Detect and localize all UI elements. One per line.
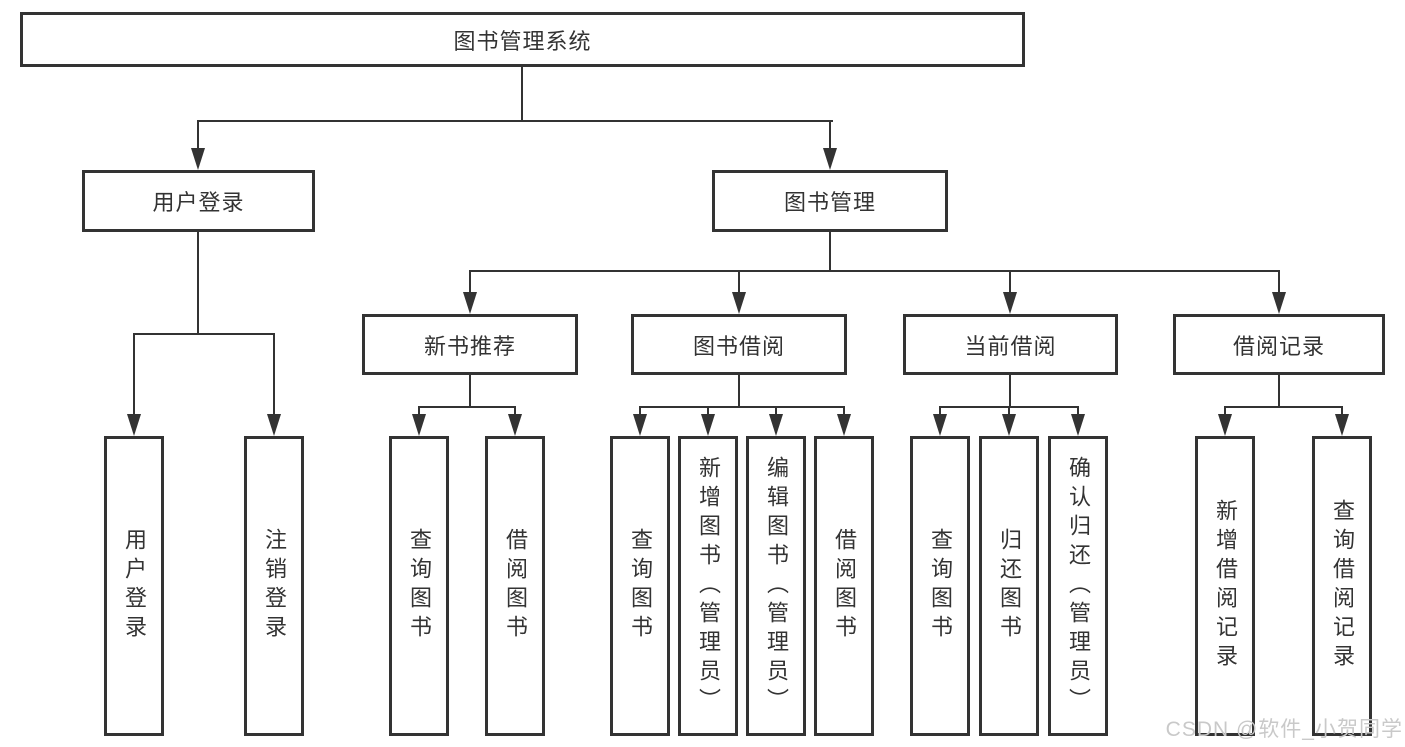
- connector-leaf-drop: [843, 406, 845, 416]
- node-new-book-recommendation: 新书推荐: [362, 314, 578, 375]
- leaf-label: 查询借阅记录: [1330, 499, 1355, 673]
- leaf-query-books-current: 查询图书: [910, 436, 970, 736]
- leaf-edit-book-admin: 编辑图书（管理员）: [746, 436, 806, 736]
- leaf-label: 借阅图书: [832, 528, 857, 644]
- leaf-label: 新增借阅记录: [1213, 499, 1238, 673]
- connector-records-stem: [1278, 375, 1280, 408]
- leaf-label: 查询图书: [628, 528, 653, 644]
- leaf-label: 注销登录: [262, 528, 287, 644]
- arrowhead-current: [1003, 292, 1017, 314]
- connector-bookmgmt-stem: [829, 232, 831, 272]
- leaf-borrow-books-borrowing: 借阅图书: [814, 436, 874, 736]
- arrowhead-leaf: [1071, 414, 1085, 436]
- connector-leaf-logout-drop: [273, 333, 275, 415]
- connector-leaf-drop: [1224, 406, 1226, 416]
- arrowhead-recommend: [463, 292, 477, 314]
- leaf-return-books: 归还图书: [979, 436, 1039, 736]
- connector-leaf-drop: [775, 406, 777, 416]
- leaf-label: 借阅图书: [503, 528, 528, 644]
- leaf-label: 归还图书: [997, 528, 1022, 644]
- connector-leaf-drop: [1077, 406, 1079, 416]
- node-current-borrowing: 当前借阅: [903, 314, 1118, 375]
- node-library-management-system: 图书管理系统: [20, 12, 1025, 67]
- arrowhead-leaf-logout: [267, 414, 281, 436]
- connector-recommend-drop: [469, 270, 471, 294]
- arrowhead-leaf: [633, 414, 647, 436]
- connector-leaf-drop: [939, 406, 941, 416]
- node-user-login: 用户登录: [82, 170, 315, 232]
- connector-bookmgmt-hline: [469, 270, 1280, 272]
- connector-borrowing-stem: [738, 375, 740, 408]
- connector-leaf-drop: [514, 406, 516, 416]
- arrowhead-leaf: [837, 414, 851, 436]
- connector-borrowing-drop: [738, 270, 740, 294]
- arrowhead-bookmgmt: [823, 148, 837, 170]
- connector-root-hline: [197, 120, 833, 122]
- leaf-query-books-recommend: 查询图书: [389, 436, 449, 736]
- arrowhead-leaf: [701, 414, 715, 436]
- leaf-user-login: 用户登录: [104, 436, 164, 736]
- arrowhead-leaf: [1335, 414, 1349, 436]
- arrowhead-leaf: [412, 414, 426, 436]
- leaf-query-borrow-record: 查询借阅记录: [1312, 436, 1372, 736]
- arrowhead-userlogin: [191, 148, 205, 170]
- connector-records-hline: [1224, 406, 1343, 408]
- connector-leaf-drop: [707, 406, 709, 416]
- arrowhead-borrowing: [732, 292, 746, 314]
- leaf-label: 查询图书: [407, 528, 432, 644]
- arrowhead-leaf: [933, 414, 947, 436]
- leaf-label: 新增图书（管理员）: [696, 455, 721, 717]
- leaf-add-borrow-record: 新增借阅记录: [1195, 436, 1255, 736]
- connector-leaf-login-drop: [133, 333, 135, 415]
- connector-leaf-drop: [1341, 406, 1343, 416]
- connector-leaf-drop: [418, 406, 420, 416]
- leaf-label: 用户登录: [122, 528, 147, 644]
- connector-records-drop: [1278, 270, 1280, 294]
- node-book-management: 图书管理: [712, 170, 948, 232]
- node-book-borrowing: 图书借阅: [631, 314, 847, 375]
- leaf-borrow-books-recommend: 借阅图书: [485, 436, 545, 736]
- connector-recommend-stem: [469, 375, 471, 408]
- connector-leaf-drop: [1008, 406, 1010, 416]
- leaf-label: 查询图书: [928, 528, 953, 644]
- leaf-label: 编辑图书（管理员）: [764, 455, 789, 717]
- leaf-add-book-admin: 新增图书（管理员）: [678, 436, 738, 736]
- leaf-label: 确认归还（管理员）: [1066, 455, 1091, 717]
- connector-userlogin-drop: [197, 120, 199, 150]
- connector-leaf-drop: [639, 406, 641, 416]
- arrowhead-leaf: [1002, 414, 1016, 436]
- leaf-query-books-borrowing: 查询图书: [610, 436, 670, 736]
- connector-borrowing-hline: [639, 406, 845, 408]
- connector-bookmgmt-drop: [829, 120, 831, 150]
- connector-userlogin-stem: [197, 232, 199, 335]
- arrowhead-records: [1272, 292, 1286, 314]
- connector-current-drop: [1009, 270, 1011, 294]
- arrowhead-leaf: [508, 414, 522, 436]
- arrowhead-leaf: [1218, 414, 1232, 436]
- leaf-confirm-return-admin: 确认归还（管理员）: [1048, 436, 1108, 736]
- leaf-logout: 注销登录: [244, 436, 304, 736]
- connector-root-stem: [521, 67, 523, 121]
- csdn-watermark: CSDN @软件_小贺同学: [1165, 718, 1403, 741]
- arrowhead-leaf: [769, 414, 783, 436]
- connector-current-stem: [1009, 375, 1011, 408]
- node-borrowing-records: 借阅记录: [1173, 314, 1385, 375]
- connector-userlogin-hline: [133, 333, 275, 335]
- connector-recommend-hline: [418, 406, 516, 408]
- arrowhead-leaf-login: [127, 414, 141, 436]
